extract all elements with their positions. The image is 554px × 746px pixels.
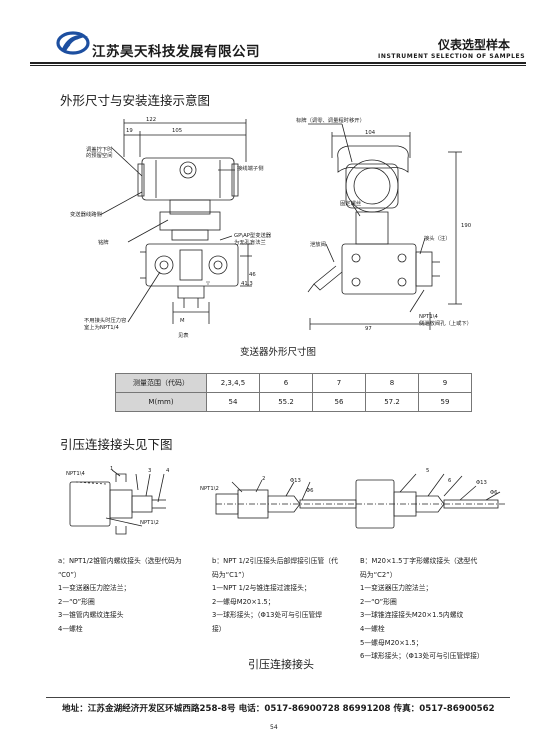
callout-2: 2 <box>262 476 266 482</box>
dim-122: 122 <box>146 117 157 123</box>
callout-4: 4 <box>166 468 170 474</box>
figure-caption-connections: 引压连接接头 <box>248 658 314 671</box>
desc-line: 3—球形接头；（Φ13处可与引压管焊 <box>212 611 323 620</box>
table-cell: 56 <box>312 392 366 412</box>
label-side-drain-2: 侧泄放阀孔（上或下） <box>419 321 472 327</box>
section-title-connections: 引压连接接头见下图 <box>60 437 173 452</box>
desc-col-a: a：NPT1/2锥管内螺纹接头（选型代码为 “C0”） 1—变送器压力腔法兰； … <box>58 555 182 637</box>
desc-line: “C0”） <box>58 570 81 579</box>
label-side-drain-1: NPT1\4 <box>419 314 438 320</box>
label-npt-a2: NPT1\2 <box>140 520 159 526</box>
desc-line: 2—“O”形圈 <box>58 597 95 606</box>
table-cell: 59 <box>418 392 472 412</box>
dim-97: 97 <box>365 326 372 332</box>
label-nameplate: 铭牌 <box>98 240 109 246</box>
catalog-subtitle: INSTRUMENT SELECTION OF SAMPLES <box>378 53 526 60</box>
desc-line: 接） <box>212 624 226 633</box>
dim-190: 190 <box>461 223 472 229</box>
label-wiring-side: 变送器线路侧 <box>70 212 102 218</box>
dim-104: 104 <box>365 130 376 136</box>
desc-line: 2—“O”形圈 <box>360 597 397 606</box>
desc-line: 3—锥管内螺纹连接头 <box>58 611 124 620</box>
front-view-drawing <box>99 119 252 324</box>
desc-line: a：NPT1/2锥管内螺纹接头（选型代码为 <box>58 557 182 565</box>
page-number: 54 <box>270 724 278 731</box>
figure-caption-dimensions: 变送器外形尺寸图 <box>240 347 317 358</box>
desc-line: 1—变送器压力腔法兰； <box>58 584 131 593</box>
table-row-label: M(mm) <box>115 392 207 412</box>
label-terminal-side: 接线端子侧 <box>237 166 264 172</box>
desc-line: 4—螺栓 <box>360 624 385 633</box>
label-npt-a1: NPT1\4 <box>66 471 85 477</box>
desc-line: 码为“C1”） <box>212 570 249 579</box>
company-name: 江苏昊天科技发展有限公司 <box>92 44 260 60</box>
desc-line: B：M20×1.5丁字形螺纹接头（选型代 <box>360 557 478 565</box>
desc-col-c: B：M20×1.5丁字形螺纹接头（选型代 码为“C2”） 1—变送器压力腔法兰；… <box>360 555 484 664</box>
table-cell: 8 <box>365 373 419 393</box>
label-phi6-c: Φ6 <box>490 490 498 496</box>
label-phi6-b: Φ6 <box>306 488 314 494</box>
connection-drawings <box>69 469 506 535</box>
table-cell: 54 <box>206 392 260 412</box>
callout-1: 1 <box>110 466 114 472</box>
desc-line: 3—球锥连接接头M20×1.5内螺纹 <box>360 611 464 620</box>
label-cover-space-1: 调盖拧下时 <box>86 147 113 153</box>
table-cell: 6 <box>259 373 313 393</box>
desc-line: 6—球形接头；（Φ13处可与引压管焊接） <box>360 652 484 661</box>
label-gp-ap-2: 为无孔盲法兰 <box>234 240 266 246</box>
table-row: M(mm) 54 55.2 56 57.2 59 <box>115 392 472 412</box>
desc-line: 5—螺母M20×1.5； <box>360 638 423 647</box>
footer-rule <box>46 697 510 698</box>
catalog-title: 仪表选型样本 <box>438 38 511 52</box>
desc-line: 1—NPT 1/2与锥连接过渡接头； <box>212 584 311 593</box>
measurement-range-table: 测量范围（代码） 2,3,4,5 6 7 8 9 M(mm) 54 55.2 5… <box>115 373 472 412</box>
label-unused-port-1: 不用接头时压力容 <box>84 318 127 324</box>
label-drain-valve: 泄放阀 <box>310 242 326 248</box>
dim-46: 46 <box>249 272 256 278</box>
desc-line: 码为“C2”） <box>360 570 397 579</box>
label-phi13-b: Φ13 <box>290 478 301 484</box>
table-header-label: 测量范围（代码） <box>115 373 207 393</box>
dim-19: 19 <box>126 128 133 134</box>
label-unused-port-2: 室上为NPT1/4 <box>84 325 119 331</box>
callout-6: 6 <box>448 478 452 484</box>
callout-5: 5 <box>426 468 430 474</box>
dim-41-3: 41.3 <box>241 281 253 287</box>
desc-col-b: b：NPT 1/2引压接头后部焊接引压管（代 码为“C1”） 1—NPT 1/2… <box>212 555 338 637</box>
table-cell: 9 <box>418 373 472 393</box>
table-row: 测量范围（代码） 2,3,4,5 6 7 8 9 <box>115 373 472 393</box>
callout-3: 3 <box>148 468 152 474</box>
label-cover-space-2: 的预留空间 <box>86 153 113 159</box>
header-rule <box>30 62 526 64</box>
desc-line: 4—螺栓 <box>58 624 83 633</box>
label-nameplate-top: 标牌（调零、调量程时移开） <box>296 118 365 124</box>
desc-line: 2—螺母M20×1.5； <box>212 597 275 606</box>
section-title-dimensions: 外形尺寸与安装连接示意图 <box>60 93 211 108</box>
desc-line: 1—变送器压力腔法兰； <box>360 584 433 593</box>
company-logo <box>56 31 90 55</box>
header-rule-thin <box>30 65 526 66</box>
table-cell: 57.2 <box>365 392 419 412</box>
side-view-drawing <box>307 123 462 330</box>
dim-m: M <box>180 318 185 324</box>
label-npt-b: NPT1\2 <box>200 486 219 492</box>
dim-105: 105 <box>172 128 183 134</box>
table-cell: 7 <box>312 373 366 393</box>
table-cell: 55.2 <box>259 392 313 412</box>
label-phi13-c: Φ13 <box>476 480 487 486</box>
label-see-table: 见表 <box>178 333 189 339</box>
table-cell: 2,3,4,5 <box>206 373 260 393</box>
footer-contact: 地址：江苏金湖经济开发区环城西路258-8号 电话：0517-86900728 … <box>62 704 495 714</box>
desc-line: b：NPT 1/2引压接头后部焊接引压管（代 <box>212 557 338 565</box>
label-connector-note: 接头（注） <box>424 236 451 242</box>
label-fixing-screw: 固定螺丝 <box>340 201 362 207</box>
label-gp-ap-1: GP\AP型变送器 <box>234 233 272 239</box>
